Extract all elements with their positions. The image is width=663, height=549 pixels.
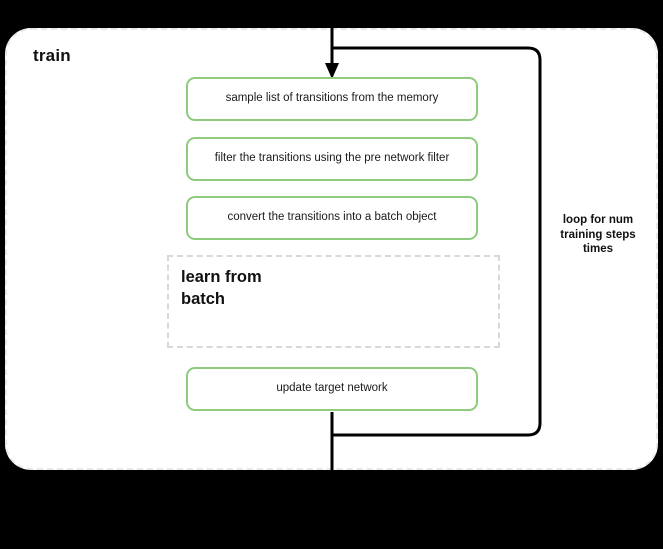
loop-caption-line-1: loop for num	[562, 214, 634, 226]
page-title: train	[33, 46, 71, 65]
step-label: update target network	[276, 382, 388, 395]
step-label: convert the transitions into a batch obj…	[227, 211, 437, 224]
loop-caption-line-3: times	[582, 243, 614, 256]
step-label: sample list of transitions from the memo…	[225, 92, 439, 105]
step-label: filter the transitions using the pre net…	[214, 152, 450, 165]
learn-from-batch-title: learn from batch	[181, 268, 262, 309]
step-box-filter-transitions[interactable]: filter the transitions using the pre net…	[186, 137, 478, 181]
loop-caption: loop for num training steps times	[546, 213, 650, 257]
step-box-sample-transitions[interactable]: sample list of transitions from the memo…	[186, 77, 478, 121]
step-box-update-target-network[interactable]: update target network	[186, 367, 478, 411]
learn-from-batch-block[interactable]: learn from batch	[167, 255, 500, 348]
loop-caption-line-2: training steps	[560, 228, 636, 241]
step-box-convert-to-batch[interactable]: convert the transitions into a batch obj…	[186, 196, 478, 240]
